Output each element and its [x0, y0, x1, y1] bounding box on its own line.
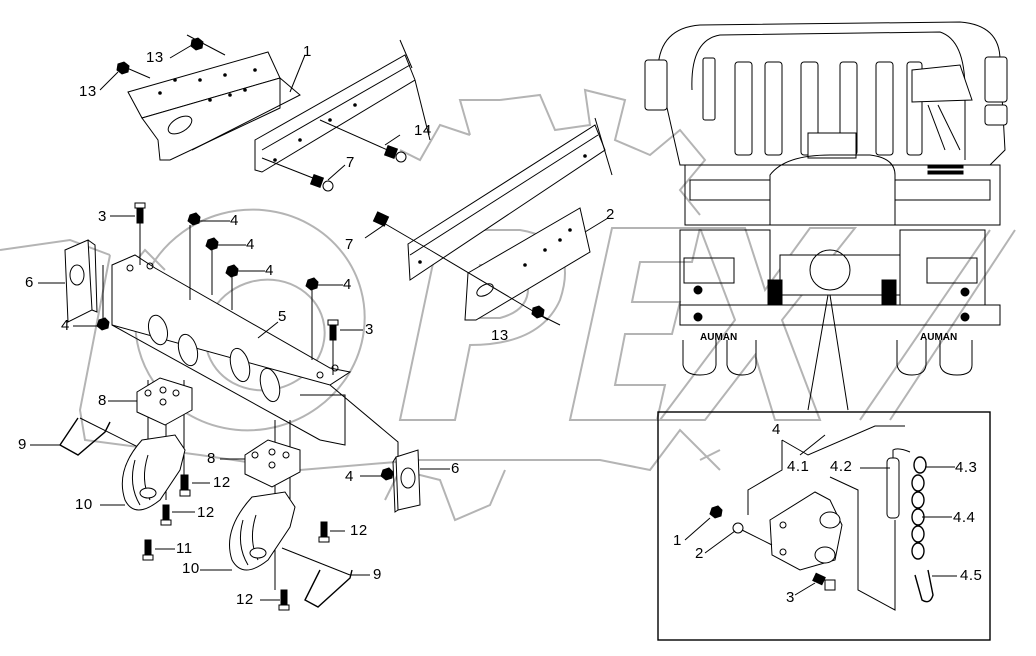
watermark-letter-x: [658, 227, 858, 421]
part-1-bracket: [127, 51, 301, 161]
part-2-bracket: [464, 207, 591, 321]
bolt-3-left: [134, 202, 146, 224]
bolt-12-set: [160, 474, 330, 611]
callout-13: 13: [491, 327, 509, 344]
callout-12: 12: [350, 522, 368, 539]
bolt-14: [319, 119, 407, 163]
callout-7: 7: [345, 236, 354, 253]
brand-mark-left: AUMAN: [700, 332, 737, 343]
callout-2: 2: [606, 206, 615, 223]
callout-4: 4: [246, 236, 255, 253]
bolt-3-detail: [812, 572, 836, 591]
callout-5: 5: [278, 308, 287, 325]
callout-9: 9: [18, 436, 27, 453]
truck-rear-view: AUMAN AUMAN: [644, 21, 1008, 411]
watermark-gear: [119, 88, 707, 522]
callout-12: 12: [197, 504, 215, 521]
exhaust-stack: [911, 64, 973, 175]
bolt-7-upper: [261, 157, 334, 192]
watermark-letter-o: [134, 208, 366, 432]
callout-leaders: [30, 44, 957, 601]
brand-mark-right: AUMAN: [920, 332, 957, 343]
callout-12: 12: [213, 474, 231, 491]
detail-callout-2: 2: [695, 545, 704, 562]
detail-callout-3: 3: [786, 589, 795, 606]
part-5-cross-member: [111, 254, 352, 446]
hitch-bracket-4-1: [769, 491, 843, 571]
shackle-4-5: [914, 569, 934, 603]
callout-6: 6: [25, 274, 34, 291]
mirror-right: [984, 56, 1008, 103]
callout-14: 14: [414, 122, 432, 139]
tail-lights: [683, 257, 978, 297]
detail-callout-4-4: 4.4: [953, 509, 976, 526]
part-6-plate-left: [64, 239, 98, 323]
nut-13-left: [116, 61, 151, 79]
pin-4-2: [886, 448, 911, 519]
callout-3: 3: [365, 321, 374, 338]
detail-callout-1: 1: [673, 532, 682, 549]
rear-wheels: [682, 340, 973, 376]
part-8-block-left: [136, 377, 193, 426]
detail-callout-4-5: 4.5: [960, 567, 983, 584]
frame-rail-left: [254, 39, 431, 173]
chain-4-4: [911, 456, 927, 560]
bolt-11: [142, 539, 154, 561]
frame-rail-right: [407, 117, 613, 281]
callout-4: 4: [345, 468, 354, 485]
part-6-plate-right: [392, 449, 421, 513]
mirror-left: [644, 59, 668, 111]
hitch-detail-circle: [809, 249, 851, 291]
detail-callout-4: 4: [772, 421, 781, 438]
callout-4: 4: [265, 262, 274, 279]
callout-10: 10: [182, 560, 200, 577]
detail-inset-frame: [657, 411, 991, 641]
callout-13: 13: [79, 83, 97, 100]
callout-13: 13: [146, 49, 164, 66]
washer-2-detail: [732, 522, 744, 534]
callout-4: 4: [61, 317, 70, 334]
part-8-block-right: [244, 439, 301, 488]
callout-12: 12: [236, 591, 254, 608]
bolt-3-right: [327, 319, 339, 341]
callout-8: 8: [98, 392, 107, 409]
callout-4: 4: [230, 212, 239, 229]
callout-7: 7: [346, 154, 355, 171]
part-10-hook-left: [121, 434, 186, 511]
nut-13-upper: [186, 34, 226, 56]
detail-callout-4-2: 4.2: [830, 458, 853, 475]
callout-4: 4: [343, 276, 352, 293]
callout-3: 3: [98, 208, 107, 225]
hitch-crossmember: [779, 254, 901, 296]
callout-6: 6: [451, 460, 460, 477]
callout-8: 8: [207, 450, 216, 467]
watermark-gear-base: [0, 238, 721, 472]
callout-1: 1: [303, 43, 312, 60]
nut-1-detail: [709, 505, 723, 519]
nut-4-set: [96, 212, 394, 481]
callout-10: 10: [75, 496, 93, 513]
detail-callout-4-1: 4.1: [787, 458, 810, 475]
part-9-clip-right: [281, 547, 353, 608]
detail-callout-4-3: 4.3: [955, 459, 978, 476]
callout-9: 9: [373, 566, 382, 583]
part-9-clip-left: [58, 417, 141, 456]
callout-11: 11: [176, 540, 193, 557]
part-10-hook-right: [229, 491, 296, 571]
bolt-7-right: [372, 211, 431, 251]
detail-inset: [657, 411, 991, 641]
